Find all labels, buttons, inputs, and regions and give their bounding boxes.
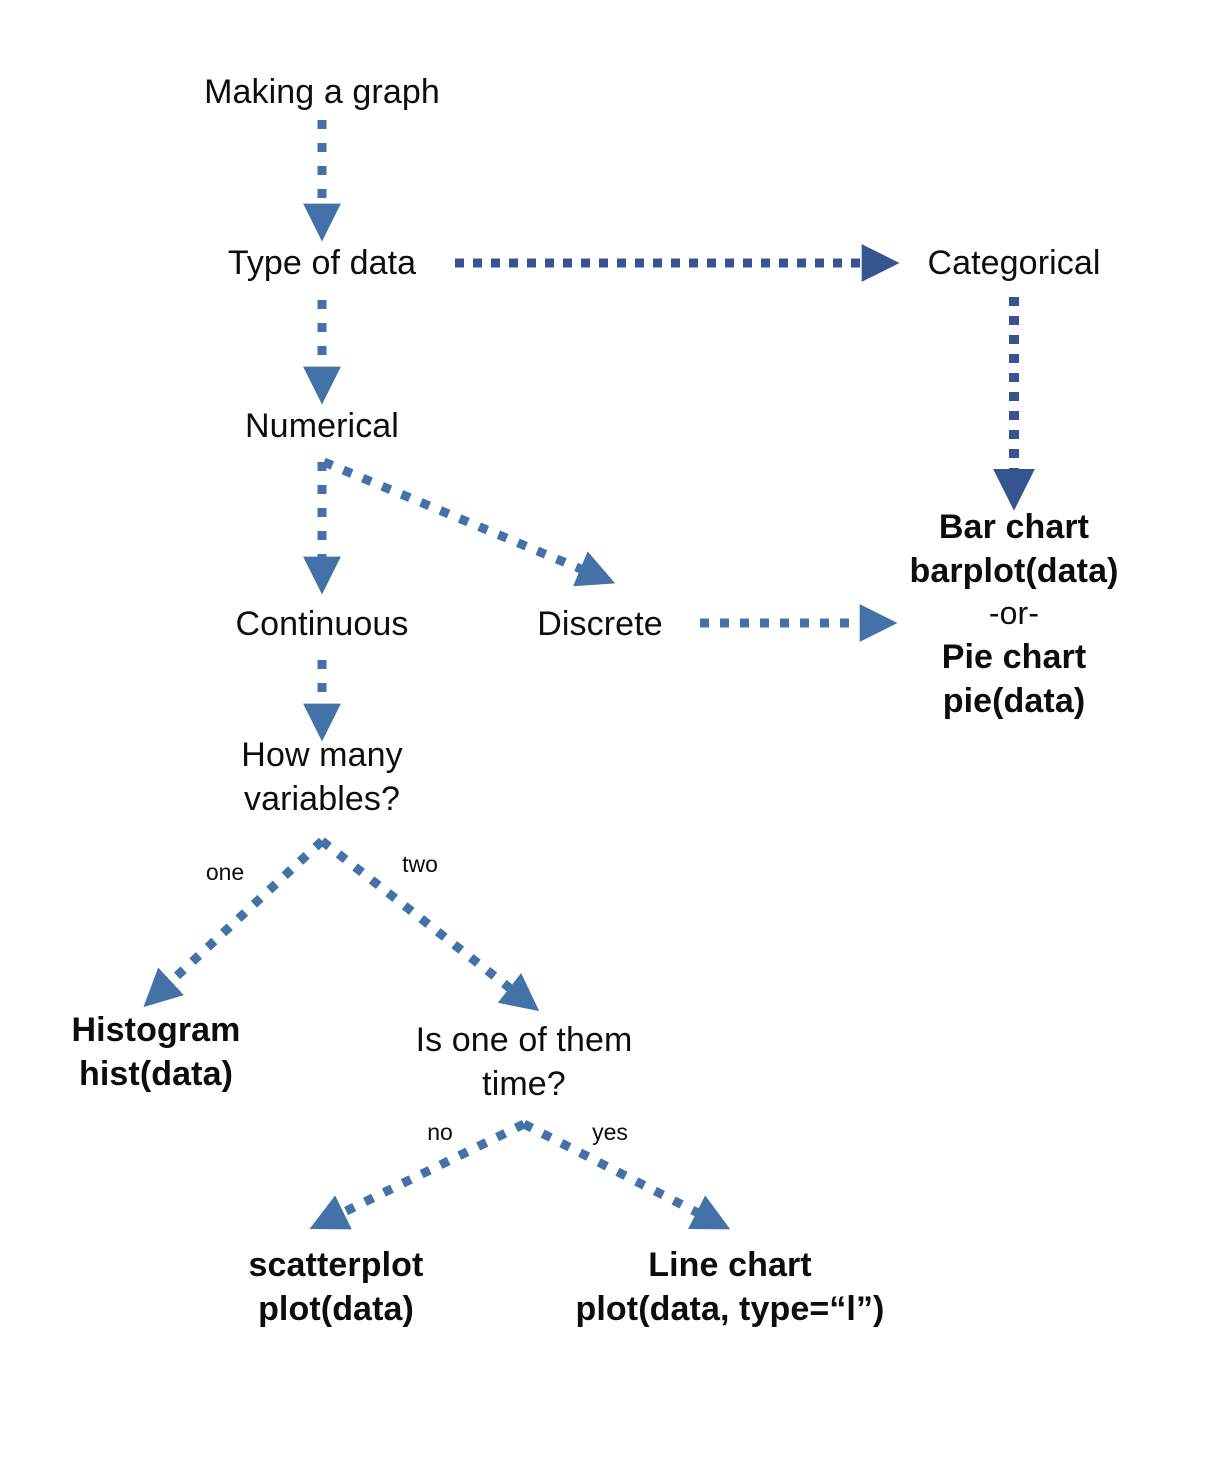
bar-chart-code: barplot(data) xyxy=(909,552,1119,591)
node-making-a-graph: Making a graph xyxy=(204,73,440,111)
arrow-numerical-to-discrete xyxy=(322,457,616,587)
edge-label-no: no xyxy=(427,1119,453,1145)
node-bar-pie-output: Bar chart barplot(data) -or- Pie chart p… xyxy=(834,505,1194,723)
node-type-of-data: Type of data xyxy=(227,244,417,282)
histogram-code: hist(data) xyxy=(79,1055,233,1094)
pie-chart-code: pie(data) xyxy=(942,682,1086,721)
bar-chart-title: Bar chart xyxy=(938,508,1090,546)
scatterplot-code: plot(data) xyxy=(258,1290,414,1329)
node-is-one-of-them-time: Is one of them time? xyxy=(415,1021,633,1104)
node-continuous: Continuous xyxy=(235,605,409,643)
node-linechart-output: Line chart plot(data, type=“l”) xyxy=(520,1243,940,1331)
node-scatterplot-output: scatterplot plot(data) xyxy=(146,1243,526,1331)
line-chart-title: Line chart xyxy=(648,1246,812,1284)
edge-label-one: one xyxy=(205,859,245,885)
edge-label-yes: yes xyxy=(592,1119,628,1145)
node-categorical: Categorical xyxy=(927,244,1101,282)
node-how-many-variables: How many variables? xyxy=(241,736,403,819)
histogram-title: Histogram xyxy=(71,1011,241,1049)
pie-chart-title: Pie chart xyxy=(941,637,1087,676)
scatterplot-title: scatterplot xyxy=(248,1246,424,1284)
line-chart-code: plot(data, type=“l”) xyxy=(575,1290,885,1329)
or-separator: -or- xyxy=(988,595,1040,632)
edge-label-two: two xyxy=(402,851,438,877)
node-numerical: Numerical xyxy=(245,407,399,445)
node-histogram-output: Histogram hist(data) xyxy=(0,1008,316,1096)
node-discrete: Discrete xyxy=(537,605,663,643)
